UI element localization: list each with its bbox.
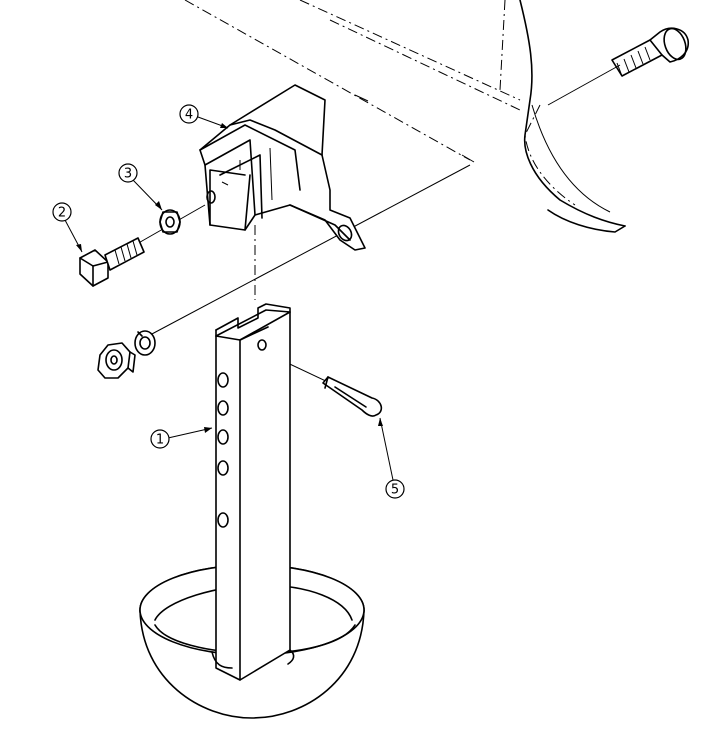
callout-5-label: 5 bbox=[391, 483, 399, 498]
callout-2-label: 2 bbox=[58, 206, 66, 221]
jack-stand bbox=[139, 303, 365, 719]
callout-3-label: 3 bbox=[124, 167, 132, 182]
blade-assembly bbox=[184, 0, 626, 233]
callout-4: 4 bbox=[179, 104, 229, 129]
callout-3: 3 bbox=[118, 163, 163, 211]
square-head-bolt bbox=[79, 237, 145, 287]
hex-nut-lower bbox=[97, 342, 136, 379]
callout-4-label: 4 bbox=[185, 108, 193, 123]
callout-5: 5 bbox=[378, 417, 405, 499]
assembly-axes bbox=[149, 164, 471, 336]
callout-1: 1 bbox=[150, 427, 213, 449]
carriage-bolt bbox=[547, 27, 690, 106]
hex-nut-upper bbox=[159, 209, 181, 235]
lock-washer bbox=[134, 330, 156, 356]
mounting-bracket bbox=[199, 84, 366, 251]
callout-1-label: 1 bbox=[156, 433, 164, 448]
callout-2: 2 bbox=[52, 202, 83, 253]
